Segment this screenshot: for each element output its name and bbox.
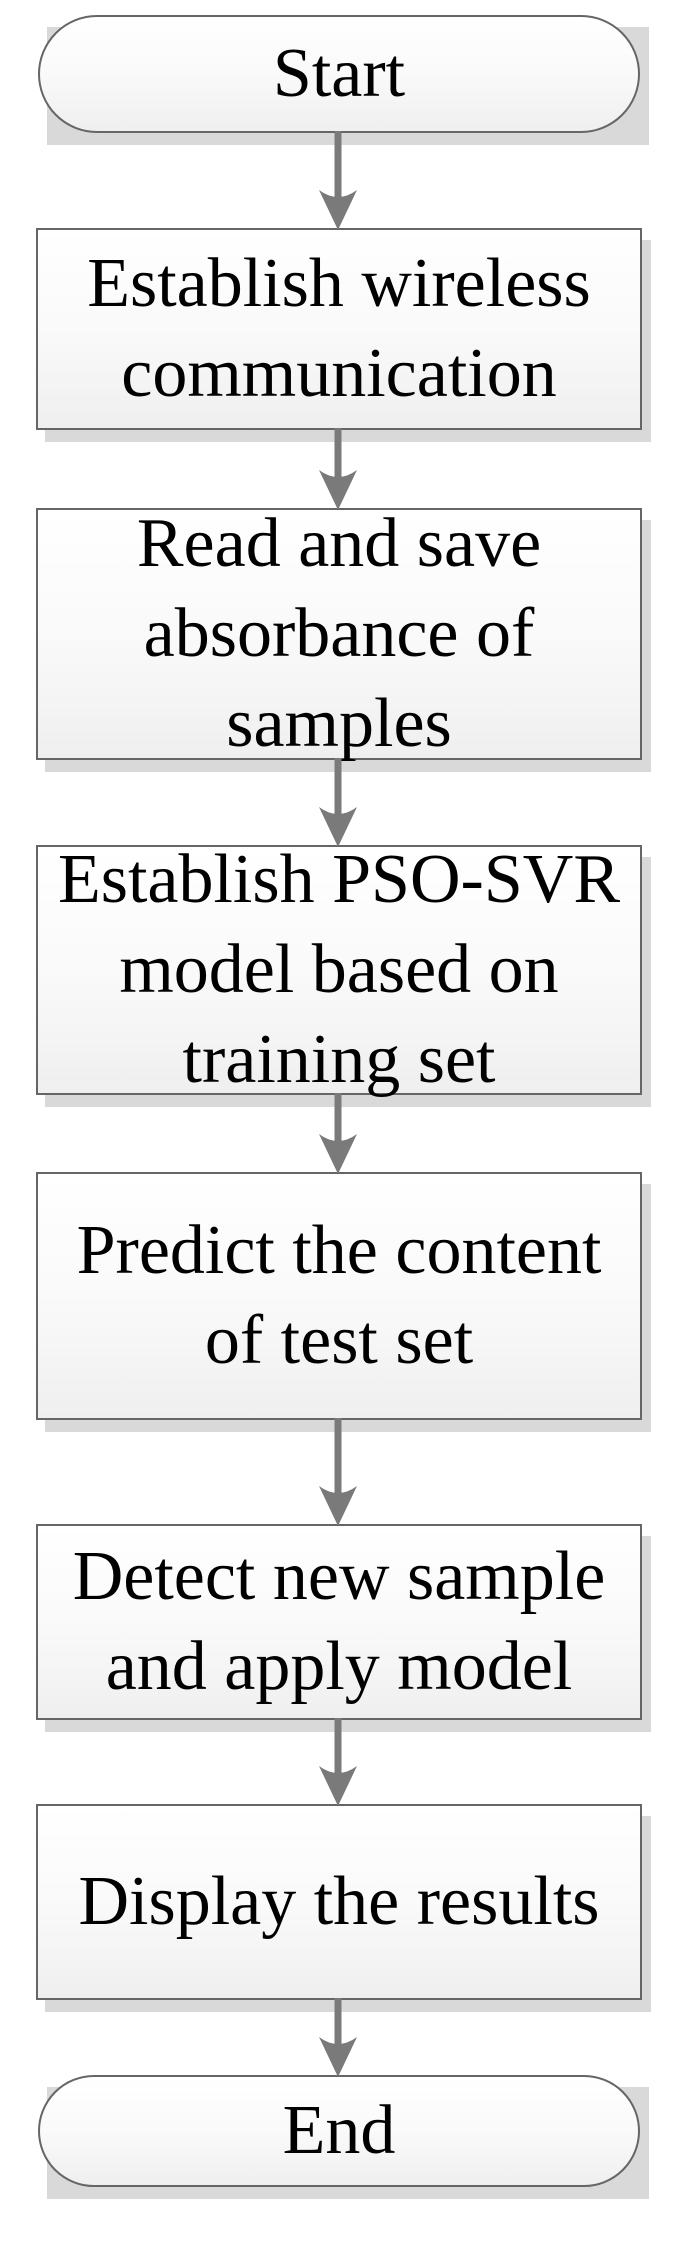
arrow-head [319,470,357,510]
arrow-head [319,2037,357,2077]
arrow-down-icon [314,1718,362,1806]
arrow-head [319,190,357,230]
arrow-head [319,807,357,847]
arrow-down-icon [314,758,362,847]
node-label: Establish PSO-SVR model based on trainin… [57,841,621,1098]
node-start: Start [38,15,649,145]
node-label: Read and save absorbance of samples [136,505,542,762]
node-end: End [38,2075,649,2199]
node-detect-new-sample: Detect new sample and apply model [36,1524,651,1732]
process-shape: Display the results [36,1804,642,2000]
node-predict-test-set: Predict the content of test set [36,1172,651,1432]
arrow-down-icon [314,428,362,510]
node-establish-wireless: Establish wireless communication [36,228,651,442]
node-label: Predict the content of test set [76,1212,602,1379]
node-label: Detect new sample and apply model [72,1538,606,1705]
arrow-down-icon [314,1418,362,1526]
arrow-shaft [334,131,342,200]
node-read-save-absorbance: Read and save absorbance of samples [36,505,651,772]
process-shape: Predict the content of test set [36,1172,642,1420]
terminator-shape: Start [38,15,640,133]
process-shape: Read and save absorbance of samples [36,505,642,762]
arrow-down-icon [314,131,362,230]
terminator-shape: End [38,2075,640,2187]
arrow-head [319,1486,357,1526]
process-shape: Detect new sample and apply model [36,1524,642,1720]
arrow-shaft [334,1093,342,1144]
process-shape: Establish wireless communication [36,228,642,430]
arrow-head [319,1134,357,1174]
node-establish-pso-svr: Establish PSO-SVR model based on trainin… [36,841,651,1107]
process-shape: Establish PSO-SVR model based on trainin… [36,841,642,1098]
node-label: Establish wireless communication [87,245,591,412]
arrow-head [319,1766,357,1806]
arrow-shaft [334,1718,342,1776]
arrow-down-icon [314,1998,362,2077]
arrow-shaft [334,1418,342,1496]
arrow-shaft [334,758,342,817]
arrow-shaft [334,428,342,480]
node-display-results: Display the results [36,1804,651,2012]
node-label: Display the results [78,1863,600,1940]
node-label: Start [272,35,406,112]
arrow-shaft [334,1998,342,2047]
arrow-down-icon [314,1093,362,1174]
node-label: End [282,2092,396,2169]
